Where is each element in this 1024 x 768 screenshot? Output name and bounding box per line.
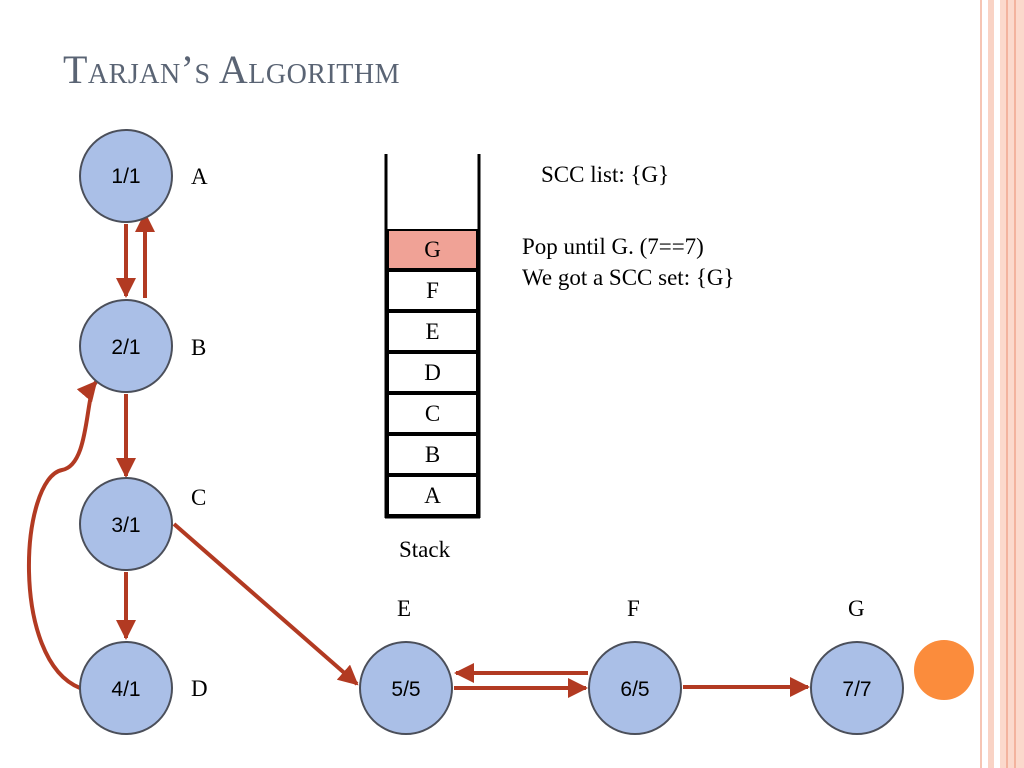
slide-title: Tarjan’s Algorithm <box>63 47 401 92</box>
stack-item: A <box>387 475 478 516</box>
node-f: 6/5 <box>588 641 682 735</box>
stack-item: D <box>387 352 478 393</box>
scc-list-text: SCC list: {G} <box>541 162 670 187</box>
letter-c: C <box>191 485 206 510</box>
edge-stripe <box>1000 0 1024 768</box>
node-c-label: 3/1 <box>111 514 140 537</box>
edge-stripe <box>1014 0 1016 768</box>
letter-f: F <box>627 596 640 621</box>
node-b: 2/1 <box>79 299 173 393</box>
node-d-label: 4/1 <box>111 678 140 701</box>
node-f-label: 6/5 <box>620 678 649 701</box>
accent-circle <box>914 640 974 700</box>
edge-stripe <box>988 0 994 768</box>
stack-item: B <box>387 434 478 475</box>
node-a: 1/1 <box>79 129 173 223</box>
node-g-label: 7/7 <box>842 678 871 701</box>
node-a-label: 1/1 <box>111 165 140 188</box>
node-d: 4/1 <box>79 641 173 735</box>
node-g: 7/7 <box>810 641 904 735</box>
node-b-label: 2/1 <box>111 336 140 359</box>
letter-d: D <box>191 676 208 701</box>
letter-g: G <box>848 596 865 621</box>
node-e: 5/5 <box>359 641 453 735</box>
edge-stripe <box>980 0 982 768</box>
letter-b: B <box>191 335 206 360</box>
node-e-label: 5/5 <box>391 678 420 701</box>
stack-item: E <box>387 311 478 352</box>
stack-caption: Stack <box>399 537 451 562</box>
letter-a: A <box>191 164 208 189</box>
node-c: 3/1 <box>79 477 173 571</box>
edge-stripe <box>1006 0 1008 768</box>
stack-item: C <box>387 393 478 434</box>
stack-item: F <box>387 270 478 311</box>
edge-d-to-b <box>27 380 98 690</box>
stack-item-top: G <box>387 229 478 270</box>
edge-c-to-e <box>172 522 359 686</box>
pop-message-line2: We got a SCC set: {G} <box>522 265 735 290</box>
letter-e: E <box>397 596 411 621</box>
pop-message-line1: Pop until G. (7==7) <box>522 234 704 259</box>
